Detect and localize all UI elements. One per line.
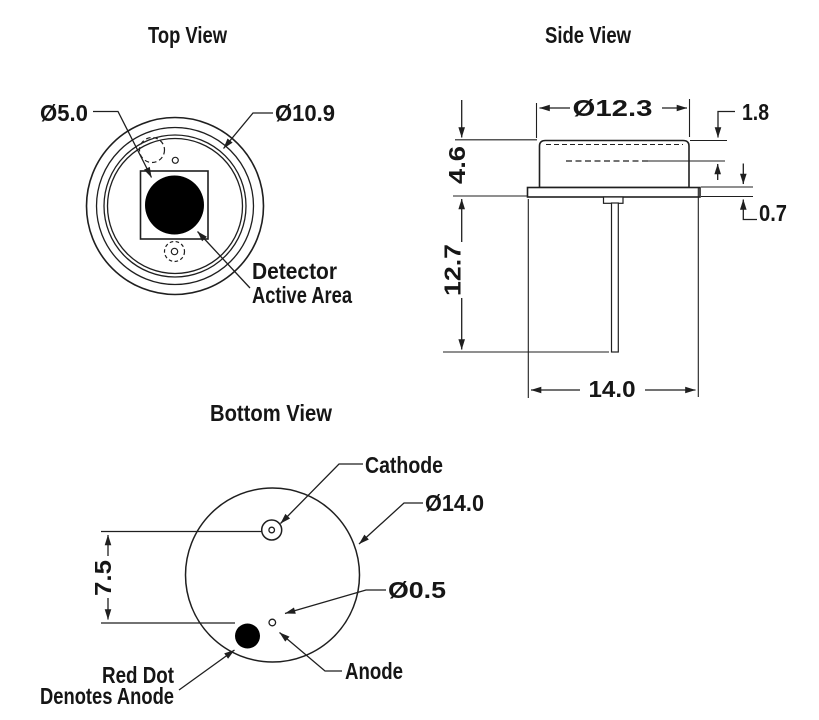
cathode-label: Cathode xyxy=(365,452,443,478)
top-view: Top View Ø5.0 Ø10.9 Detector Active Area xyxy=(40,22,352,308)
cap-height-value: 4.6 xyxy=(444,146,470,184)
lead-pin xyxy=(610,202,619,353)
bottom-dashed-pin-circle xyxy=(163,240,186,263)
leader-active-area xyxy=(197,231,251,289)
leader-window-diameter xyxy=(223,112,273,149)
top-view-title: Top View xyxy=(148,22,227,48)
lead-stub xyxy=(602,196,624,204)
flange xyxy=(526,186,701,198)
lead-diameter-label: Ø0.5 xyxy=(388,577,446,603)
top-view-window-ring-inner xyxy=(106,137,244,275)
anode-pin xyxy=(268,618,277,627)
side-view: Side View Ø12.3 1.8 4.6 12.7 xyxy=(440,22,788,402)
red-dot-marker xyxy=(235,623,260,649)
red-dot-label-line1: Red Dot xyxy=(102,662,174,688)
dim-1-8-leader xyxy=(714,110,735,138)
pin-spacing-value: 7.5 xyxy=(90,560,116,596)
leader-red-dot xyxy=(178,649,235,691)
red-dot-label-line2: Denotes Anode xyxy=(40,683,174,709)
leader-bottom-flange-dia xyxy=(358,502,423,545)
detector-chip-outline xyxy=(139,170,209,240)
bottom-view: Bottom View 7.5 Cathode Ø14.0 Ø0.5 Anode… xyxy=(40,400,484,709)
can-body-outline xyxy=(538,139,690,189)
lead-length-value: 12.7 xyxy=(440,244,466,296)
top-view-window-ring-outer xyxy=(103,134,247,278)
side-view-title: Side View xyxy=(545,22,631,48)
bottom-flange-diameter-label: Ø14.0 xyxy=(425,490,484,516)
cap-diameter-value: Ø12.3 xyxy=(573,95,653,121)
bottom-view-title: Bottom View xyxy=(210,400,332,426)
cathode-pin xyxy=(268,526,276,534)
leader-anode xyxy=(279,632,342,672)
lens-diameter-label: Ø5.0 xyxy=(40,100,88,126)
anode-label: Anode xyxy=(345,658,403,684)
bottom-pin-hole xyxy=(170,247,179,256)
top-view-outer-case-circle xyxy=(85,116,265,296)
flange-diameter-value: 14.0 xyxy=(589,376,636,402)
tab-feature-dashed-circle xyxy=(138,136,166,164)
leader-lead-diameter xyxy=(284,589,386,615)
dim-0-7-arrow-up xyxy=(740,199,757,221)
top-view-cap-circle xyxy=(95,126,255,286)
active-area-label-line1: Detector xyxy=(252,258,337,284)
window-diameter-label: Ø10.9 xyxy=(275,100,335,126)
top-small-hole xyxy=(171,156,179,164)
cathode-pin-ring xyxy=(260,519,283,541)
flange-thickness-value: 0.7 xyxy=(759,200,787,226)
cap-to-detector-value: 1.8 xyxy=(742,99,769,125)
leader-lens-diameter xyxy=(93,110,153,178)
detector-active-area xyxy=(145,175,204,235)
bottom-flange-circle xyxy=(184,487,361,663)
leader-cathode xyxy=(280,463,363,524)
active-area-label-line2: Active Area xyxy=(252,282,352,308)
